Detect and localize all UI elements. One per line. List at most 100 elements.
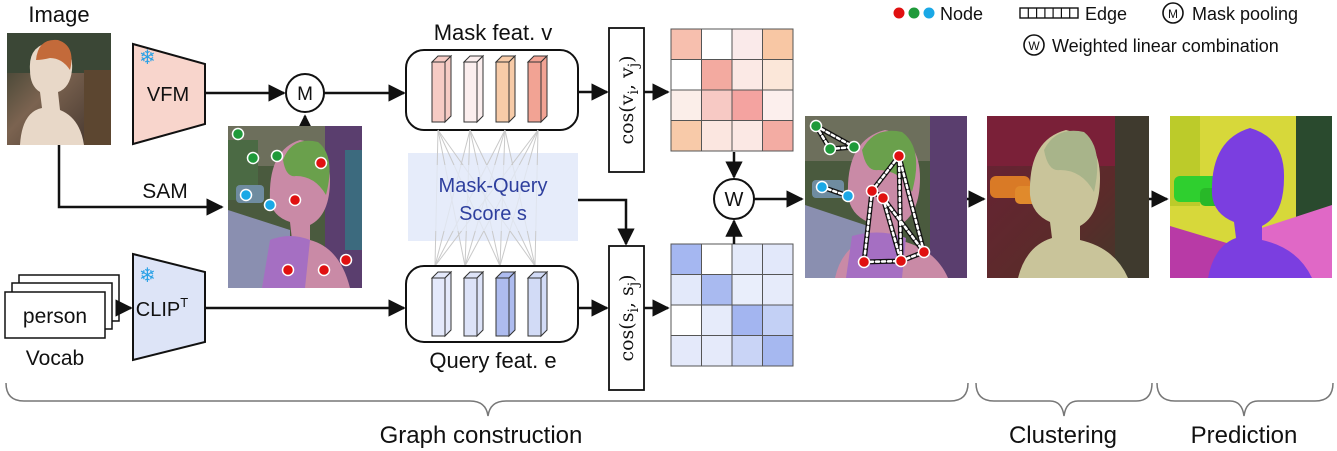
heatmap-cell xyxy=(731,28,763,60)
legend-node-blue-icon xyxy=(922,6,936,20)
heatmap-cell xyxy=(670,59,702,91)
vocab-stack: person xyxy=(4,274,120,339)
weighted-combination-symbol: W xyxy=(725,189,744,211)
heatmap-cell xyxy=(762,120,794,152)
legend-edge-icon xyxy=(1019,7,1079,19)
heatmap-cell xyxy=(701,243,733,275)
query-feat-bar xyxy=(462,270,485,338)
heatmap-cell xyxy=(670,335,702,367)
node-blue xyxy=(815,180,829,194)
query-feat-bar xyxy=(494,270,517,338)
heatmap-cell xyxy=(670,304,702,336)
heatmap-cell xyxy=(701,335,733,367)
heatmap-cell xyxy=(762,89,794,121)
heatmap-cell xyxy=(701,274,733,306)
node-green xyxy=(231,127,245,141)
legend-edge-label: Edge xyxy=(1085,4,1127,24)
query-similarity-heatmap xyxy=(670,243,794,367)
node-red xyxy=(288,193,302,207)
node-red xyxy=(917,245,931,259)
node-blue xyxy=(239,188,253,202)
node-green xyxy=(823,142,837,156)
node-red xyxy=(317,263,331,277)
node-red xyxy=(876,191,890,205)
legend: Node Edge M Mask pooling W Weighted line… xyxy=(892,2,1298,56)
legend-mask-pooling-label: Mask pooling xyxy=(1192,4,1298,24)
heatmap-cell xyxy=(701,120,733,152)
mask-feat-bar xyxy=(462,54,485,124)
mask-pooling-symbol: M xyxy=(297,84,313,105)
node-red xyxy=(281,263,295,277)
query-feat-bar xyxy=(526,270,549,338)
clip-label: CLIPT xyxy=(136,295,188,321)
heatmap-cell xyxy=(701,59,733,91)
brace-prediction xyxy=(1156,382,1334,417)
heatmap-cell xyxy=(731,89,763,121)
heatmap-cell xyxy=(731,59,763,91)
node-green xyxy=(246,151,260,165)
mask-feat-bar xyxy=(526,54,549,124)
heatmap-cell xyxy=(670,274,702,306)
query-feat-bars xyxy=(430,270,549,338)
frozen-icon: ❄ xyxy=(139,265,156,287)
cos-s-label: cos(si, sj) xyxy=(616,274,642,361)
sam-nodes xyxy=(231,127,353,277)
brace-graph-construction xyxy=(5,382,969,417)
stage-prediction: Prediction xyxy=(1191,422,1298,449)
node-red xyxy=(339,253,353,267)
cos-v-label: cos(vi, vj) xyxy=(616,55,642,144)
heatmap-cell xyxy=(670,243,702,275)
clustering-image xyxy=(987,116,1149,278)
node-red xyxy=(314,156,328,170)
node-red xyxy=(865,184,879,198)
mask-pooling-node: M xyxy=(285,73,325,113)
node-green xyxy=(809,119,823,133)
brace-clustering xyxy=(975,382,1153,417)
node-blue xyxy=(841,189,855,203)
graph-nodes xyxy=(809,119,931,269)
weighted-combination-node: W xyxy=(713,178,755,220)
mask-feat-bar xyxy=(430,54,453,124)
query-feat-label: Query feat. e xyxy=(429,348,556,373)
prediction-image xyxy=(1170,116,1332,278)
stage-braces xyxy=(5,382,1334,417)
heatmap-cell xyxy=(762,274,794,306)
vfm-encoder: ❄ VFM xyxy=(132,42,206,146)
heatmap-cell xyxy=(731,335,763,367)
heatmap-cell xyxy=(731,243,763,275)
heatmap-cell xyxy=(762,335,794,367)
image-label: Image xyxy=(28,2,89,27)
legend-node-red-icon xyxy=(892,6,906,20)
mask-feat-bar xyxy=(494,54,517,124)
node-red xyxy=(894,254,908,268)
legend-node-label: Node xyxy=(940,4,983,24)
vocab-word: person xyxy=(23,305,87,328)
input-photo xyxy=(7,33,111,145)
query-feat-bar xyxy=(430,270,453,338)
stage-graph-construction: Graph construction xyxy=(380,422,583,449)
clip-text-encoder: ❄ CLIPT xyxy=(132,252,206,362)
legend-weighted-combination-label: Weighted linear combination xyxy=(1052,36,1279,56)
legend-weighted-combination-icon xyxy=(1023,34,1045,56)
clip-trapezoid xyxy=(132,252,206,362)
vfm-label: VFM xyxy=(147,84,189,106)
heatmap-cell xyxy=(701,89,733,121)
heatmap-cell xyxy=(731,274,763,306)
node-green xyxy=(847,140,861,154)
svg-text:M: M xyxy=(1168,7,1178,21)
node-red xyxy=(892,149,906,163)
legend-node-green-icon xyxy=(907,6,921,20)
mask-query-score: Mask-Query Score s xyxy=(408,129,578,267)
svg-text:W: W xyxy=(1028,39,1040,53)
heatmap-cell xyxy=(762,304,794,336)
heatmap-cell xyxy=(731,304,763,336)
mask-feat-label: Mask feat. v xyxy=(434,20,553,45)
vfm-trapezoid xyxy=(132,42,206,146)
sam-label: SAM xyxy=(142,180,188,203)
score-label-line1: Mask-Query xyxy=(439,175,548,197)
heatmap-cell xyxy=(762,243,794,275)
score-label-line2: Score s xyxy=(459,203,527,225)
mask-feat-bars xyxy=(430,54,549,124)
node-blue xyxy=(263,198,277,212)
